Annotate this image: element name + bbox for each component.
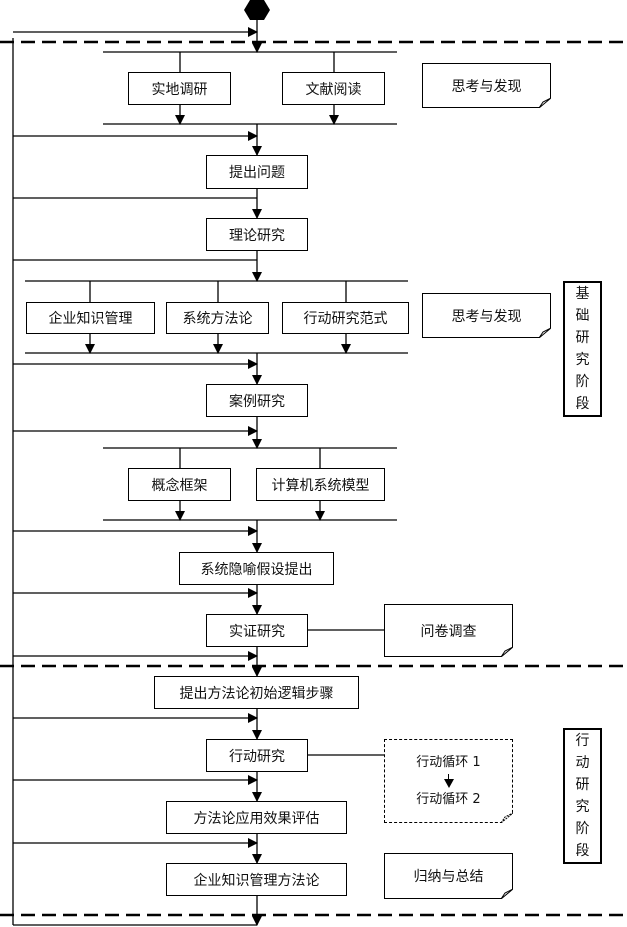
note-text: 思考与发现 bbox=[451, 308, 522, 325]
phase-char: 研 bbox=[575, 330, 590, 346]
step-enterprise-knowledge-management[interactable]: 企业知识管理 bbox=[26, 302, 155, 334]
note-questionnaire: 问卷调查 bbox=[384, 604, 513, 657]
start-hexagon bbox=[244, 0, 270, 20]
phase-label-basic-research: 基 础 研 究 阶 段 bbox=[563, 281, 602, 417]
phase-label-action-research: 行 动 研 究 阶 段 bbox=[563, 728, 602, 864]
phase-char: 阶 bbox=[575, 374, 590, 390]
folded-corner-icon bbox=[501, 813, 513, 823]
cycle-arrow-shaft bbox=[448, 773, 449, 779]
phase-char: 究 bbox=[575, 352, 590, 368]
phase-char: 段 bbox=[575, 396, 590, 412]
action-cycle-1: 行动循环 1 bbox=[416, 754, 481, 770]
step-effect-evaluation[interactable]: 方法论应用效果评估 bbox=[166, 801, 347, 834]
step-computer-system-model[interactable]: 计算机系统模型 bbox=[256, 468, 385, 501]
note-summary: 归纳与总结 bbox=[384, 853, 513, 899]
arrow-down-icon bbox=[443, 778, 454, 788]
step-theory-research[interactable]: 理论研究 bbox=[206, 218, 308, 251]
step-action-research[interactable]: 行动研究 bbox=[206, 739, 308, 772]
note-think-discover-1: 思考与发现 bbox=[422, 63, 551, 108]
phase-char: 基 bbox=[575, 286, 590, 302]
note-text: 思考与发现 bbox=[451, 78, 522, 95]
step-initial-logic-steps[interactable]: 提出方法论初始逻辑步骤 bbox=[154, 676, 359, 709]
note-action-cycles: 行动循环 1 行动循环 2 bbox=[384, 739, 513, 823]
phase-char: 行 bbox=[575, 733, 590, 749]
step-action-research-paradigm[interactable]: 行动研究范式 bbox=[282, 302, 409, 334]
phase-char: 究 bbox=[575, 799, 590, 815]
folded-corner-icon bbox=[501, 647, 513, 657]
folded-corner-icon bbox=[539, 328, 551, 338]
step-metaphor-hypothesis[interactable]: 系统隐喻假设提出 bbox=[179, 552, 334, 585]
phase-char: 础 bbox=[575, 308, 590, 324]
folded-corner-icon bbox=[501, 889, 513, 899]
step-concept-framework[interactable]: 概念框架 bbox=[128, 468, 231, 501]
step-literature-reading[interactable]: 文献阅读 bbox=[282, 72, 385, 105]
step-field-survey[interactable]: 实地调研 bbox=[128, 72, 231, 105]
step-systems-methodology[interactable]: 系统方法论 bbox=[166, 302, 269, 334]
phase-char: 动 bbox=[575, 755, 590, 771]
folded-corner-icon bbox=[539, 98, 551, 108]
step-case-study[interactable]: 案例研究 bbox=[206, 384, 308, 417]
note-text: 归纳与总结 bbox=[413, 869, 484, 885]
step-ekm-methodology[interactable]: 企业知识管理方法论 bbox=[166, 863, 347, 896]
phase-char: 研 bbox=[575, 777, 590, 793]
action-cycle-2: 行动循环 2 bbox=[416, 791, 481, 807]
phase-char: 段 bbox=[575, 843, 590, 859]
step-raise-question[interactable]: 提出问题 bbox=[206, 155, 308, 189]
phase-char: 阶 bbox=[575, 821, 590, 837]
note-think-discover-2: 思考与发现 bbox=[422, 293, 551, 338]
step-empirical-research[interactable]: 实证研究 bbox=[206, 614, 308, 647]
note-text: 问卷调查 bbox=[420, 623, 477, 640]
